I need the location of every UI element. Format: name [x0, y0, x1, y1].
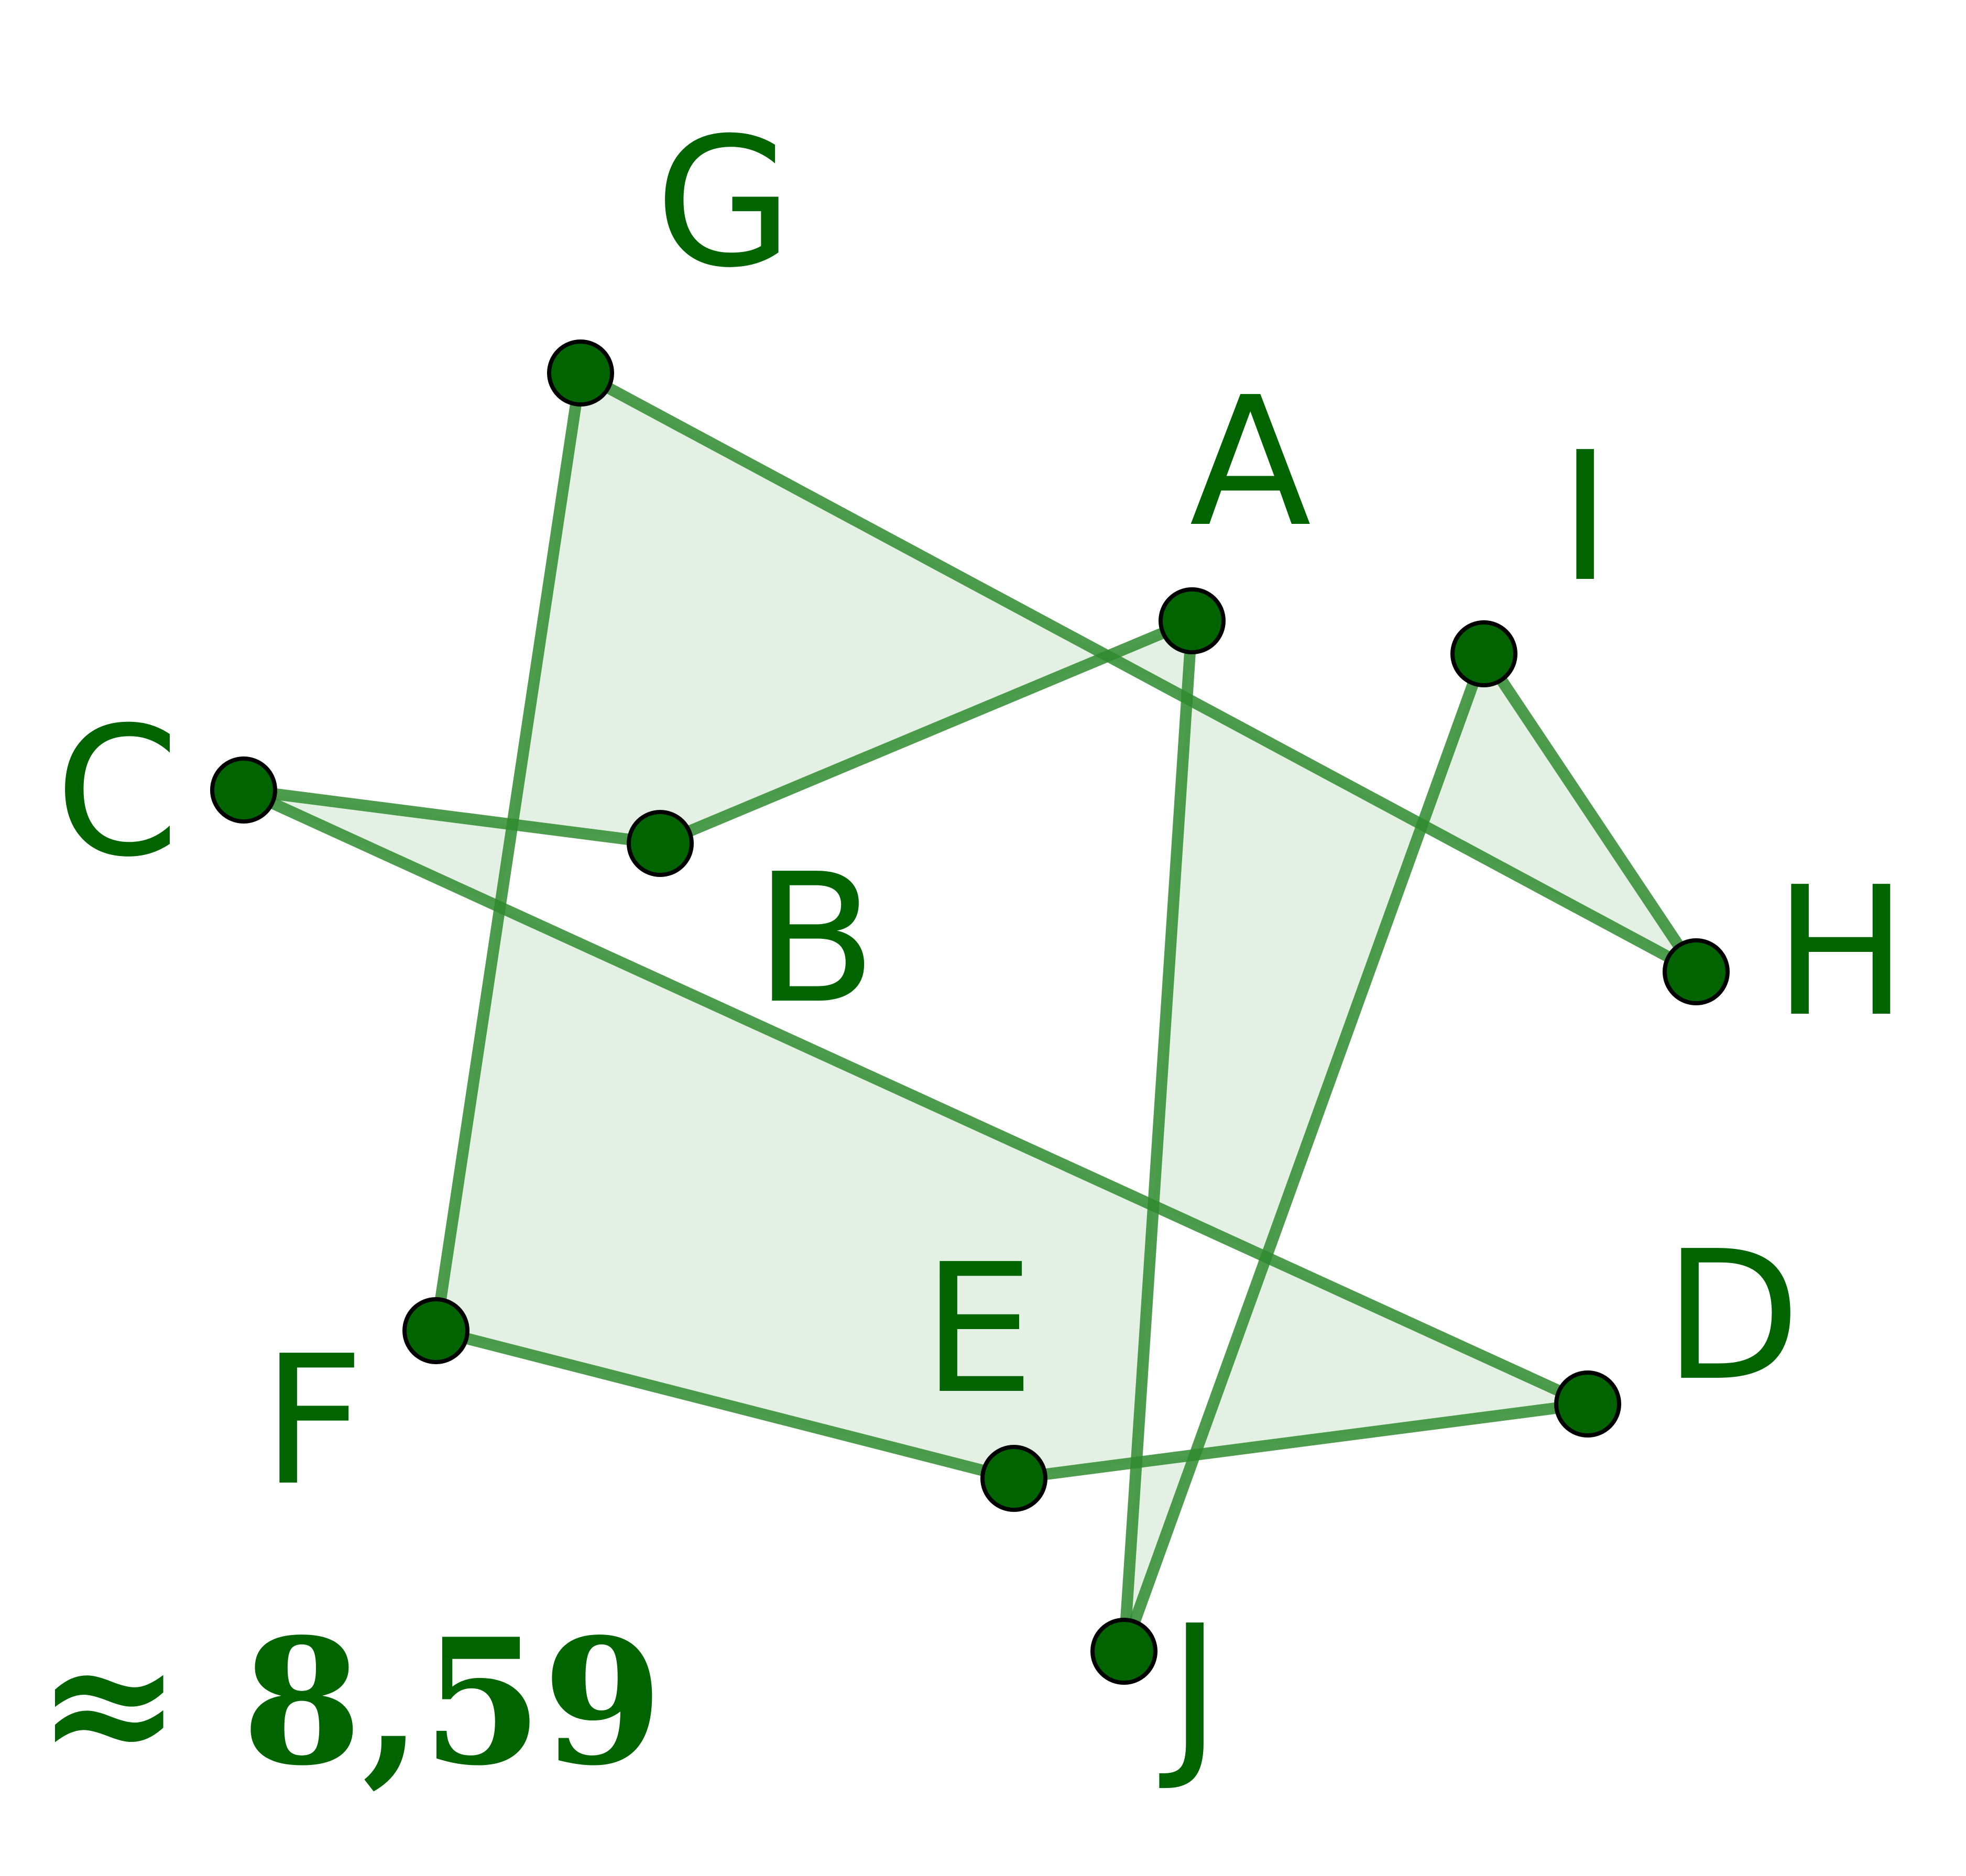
edge-HI [1478, 648, 1702, 978]
vertex-labels: A B C D E F G H I J [55, 100, 1908, 1795]
label-D: D [1664, 1213, 1801, 1420]
vertex-G[interactable] [547, 339, 614, 407]
vertex-E[interactable] [980, 1445, 1047, 1512]
label-B: B [755, 836, 877, 1043]
vertex-A[interactable] [1159, 587, 1226, 654]
label-I: I [1559, 414, 1611, 621]
vertex-D[interactable] [1554, 1370, 1621, 1438]
perimeter-measurement: ≈ 8,59 [37, 1600, 663, 1804]
vertex-I[interactable] [1450, 620, 1517, 687]
label-J: J [1157, 1587, 1221, 1795]
vertex-B[interactable] [627, 810, 694, 877]
vertex-C[interactable] [210, 756, 277, 824]
edge-FG [430, 367, 586, 1336]
polygon-fill-region [244, 373, 1696, 1651]
label-C: C [55, 689, 179, 896]
vertex-H[interactable] [1663, 938, 1730, 1005]
vertex-F[interactable] [402, 1297, 469, 1364]
label-G: G [655, 100, 793, 307]
edge-JA [1118, 615, 1198, 1657]
label-A: A [1189, 359, 1312, 566]
edge-GH [575, 367, 1702, 978]
edge-CD [238, 784, 1593, 1410]
polygon-edges [238, 367, 1702, 1657]
edge-IJ [1118, 648, 1490, 1657]
label-H: H [1774, 849, 1908, 1056]
label-E: E [922, 1226, 1035, 1433]
edge-EF [430, 1325, 1020, 1484]
polygon-vertices [210, 339, 1730, 1685]
edge-DE [1008, 1398, 1593, 1484]
label-F: F [262, 1318, 365, 1525]
edge-BC [238, 784, 666, 849]
vertex-J[interactable] [1090, 1618, 1157, 1685]
